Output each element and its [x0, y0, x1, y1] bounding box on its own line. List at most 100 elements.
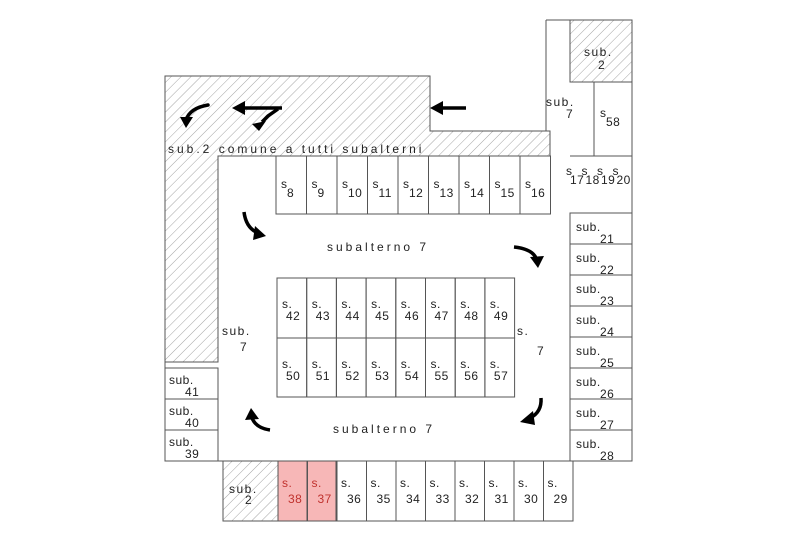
unit-18-number: 18: [586, 173, 600, 187]
unit-16-prefix: s: [525, 177, 532, 191]
unit-8-number: 8: [287, 186, 294, 200]
unit-42-prefix: s.: [282, 297, 292, 311]
unit-17-number: 17: [570, 173, 584, 187]
unit-32-number: 32: [465, 492, 479, 506]
unit-31-prefix: s.: [489, 476, 499, 490]
unit-36-cell: [336, 460, 367, 522]
unit-25-number: 25: [600, 356, 614, 370]
unit-20-number: 20: [617, 173, 631, 187]
unit-37-highlight: [306, 460, 337, 522]
unit-56-prefix: s.: [460, 357, 470, 371]
unit-42-number: 42: [286, 309, 300, 323]
unit-29-number: 29: [554, 492, 568, 506]
sub7-left-label: sub.: [222, 324, 251, 338]
unit-43-prefix: s.: [312, 297, 322, 311]
unit-14-number: 14: [470, 186, 484, 200]
unit-37-prefix: s.: [312, 476, 322, 490]
subalterno-top-label: subalterno 7: [327, 240, 429, 254]
unit-51-number: 51: [316, 369, 330, 383]
unit-35-cell: [366, 460, 397, 522]
unit-34-cell: [395, 460, 426, 522]
unit-16-cell: [519, 155, 551, 215]
unit-24-prefix: sub.: [576, 313, 601, 327]
unit-15-number: 15: [501, 186, 515, 200]
sub2-top-label: sub.: [584, 45, 613, 59]
unit-34-prefix: s.: [400, 476, 410, 490]
unit-35-number: 35: [377, 492, 391, 506]
sub7-top-number: 7: [566, 107, 574, 121]
unit-32-cell: [454, 460, 485, 522]
s58-number: 58: [606, 115, 620, 129]
unit-27-prefix: sub.: [576, 406, 601, 420]
unit-38-prefix: s.: [282, 476, 292, 490]
common-area-label: sub.2 comune a tutti subalterni: [168, 142, 424, 156]
arrow-left-icon: [430, 101, 466, 115]
unit-28-cell: [569, 429, 633, 462]
unit-37-number: 37: [318, 492, 332, 506]
unit-26-prefix: sub.: [576, 375, 601, 389]
unit-50-prefix: s.: [282, 357, 292, 371]
unit-47-number: 47: [435, 309, 449, 323]
unit-10-number: 10: [348, 186, 362, 200]
unit-19-prefix: s: [597, 164, 604, 178]
unit-21-prefix: sub.: [576, 220, 601, 234]
unit-55-prefix: s.: [431, 357, 441, 371]
unit-52-prefix: s.: [341, 357, 351, 371]
unit-11-number: 11: [379, 186, 392, 200]
s58-label: s: [600, 106, 607, 120]
sub7-top-label: sub.: [546, 95, 575, 109]
sub2-top-number: 2: [598, 58, 606, 72]
unit-44-number: 44: [345, 309, 359, 323]
unit-48-prefix: s.: [460, 297, 470, 311]
unit-46-prefix: s.: [401, 297, 411, 311]
unit-38-number: 38: [288, 492, 302, 506]
unit-26-number: 26: [600, 387, 614, 401]
center-block-units: s.42s.43s.44s.45s.46s.47s.48s.49s.50s.51…: [276, 277, 516, 398]
curved-arrow-left-icon: [245, 408, 271, 432]
unit-14-prefix: s: [464, 177, 471, 191]
unit-47-prefix: s.: [431, 297, 441, 311]
unit-48-number: 48: [464, 309, 478, 323]
unit-50-number: 50: [286, 369, 300, 383]
curved-arrow-up-icon: [520, 397, 543, 425]
sub7-left-number: 7: [240, 340, 248, 354]
subalterno-bottom-label: subalterno 7: [333, 422, 435, 436]
unit-12-prefix: s: [403, 177, 410, 191]
unit-57-cell: [484, 337, 516, 398]
unit-22-prefix: sub.: [576, 251, 601, 265]
unit-30-number: 30: [524, 492, 538, 506]
unit-46-number: 46: [405, 309, 419, 323]
sub7-right-number: 7: [537, 344, 545, 358]
unit-29-prefix: s.: [548, 476, 558, 490]
arrow-left-icon: [232, 101, 282, 115]
unit-12-number: 12: [409, 186, 423, 200]
unit-16-number: 16: [531, 186, 545, 200]
unit-40-prefix: sub.: [169, 404, 194, 418]
unit-49-prefix: s.: [490, 297, 500, 311]
unit-9-number: 9: [318, 186, 325, 200]
unit-33-prefix: s.: [430, 476, 440, 490]
unit-39-prefix: sub.: [169, 435, 194, 449]
unit-36-prefix: s.: [341, 476, 351, 490]
right-column-units: sub.21sub.22sub.23sub.24sub.25sub.26sub.…: [569, 212, 633, 463]
sub2-bottom-number: 2: [245, 493, 253, 507]
sub7-right-label: s.: [517, 324, 529, 338]
unit-52-number: 52: [345, 369, 359, 383]
unit-35-prefix: s.: [371, 476, 381, 490]
unit-57-number: 57: [494, 369, 508, 383]
unit-20-prefix: s: [613, 164, 620, 178]
unit-13-prefix: s: [434, 177, 441, 191]
unit-24-number: 24: [600, 325, 614, 339]
unit-41-prefix: sub.: [169, 373, 194, 387]
unit-43-number: 43: [316, 309, 330, 323]
unit-13-number: 13: [440, 186, 454, 200]
unit-39-number: 39: [185, 447, 199, 461]
curved-arrow-down-icon: [513, 245, 544, 268]
unit-25-prefix: sub.: [576, 344, 601, 358]
unit-28-prefix: sub.: [576, 437, 601, 451]
unit-45-prefix: s.: [371, 297, 381, 311]
curved-arrow-left-down-icon: [180, 103, 210, 128]
arrow-left-down-icon: [252, 107, 280, 131]
unit-38-highlight: [277, 460, 308, 522]
